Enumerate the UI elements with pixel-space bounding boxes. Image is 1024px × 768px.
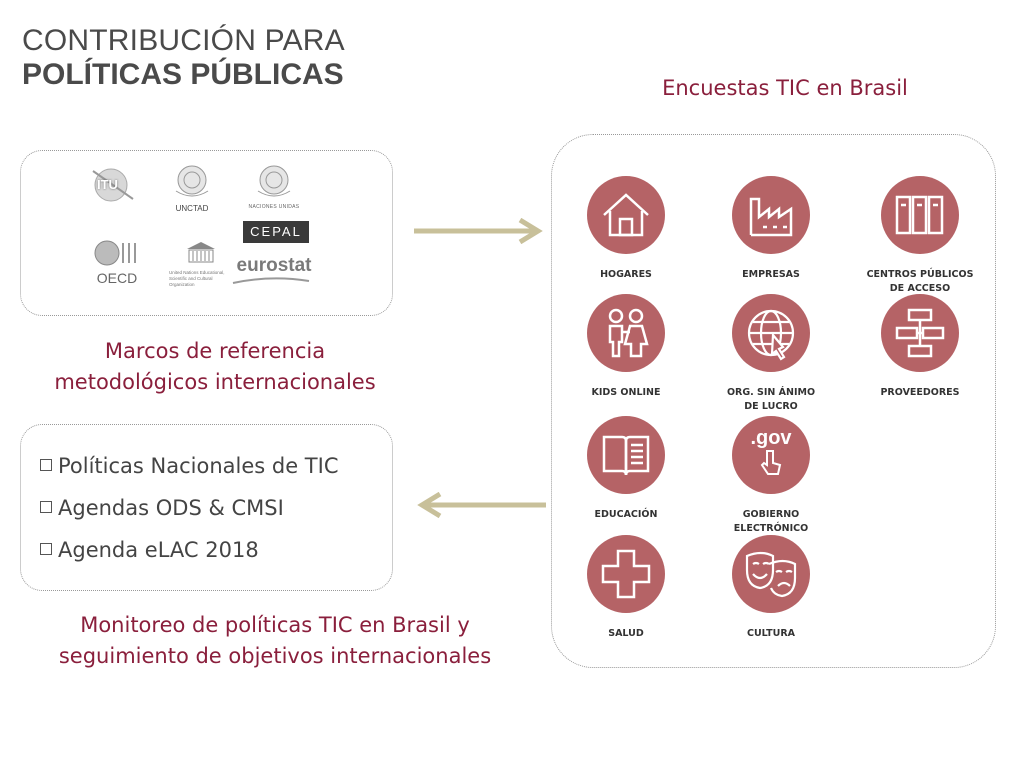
category-label: EDUCACIÓN xyxy=(594,509,658,520)
unesco-logo: United Nations Educational, Scientific a… xyxy=(169,241,233,288)
gov-pointer-icon: .gov xyxy=(732,416,810,494)
category-salud: SALUD xyxy=(561,535,691,641)
oecd-logo: OECD xyxy=(87,239,147,286)
caption-monitoreo: Monitoreo de políticas TIC en Brasil y s… xyxy=(20,610,530,672)
category-empresas: EMPRESAS xyxy=(706,176,836,282)
category-proveedores: PROVEEDORES xyxy=(855,294,985,400)
page-title: CONTRIBUCIÓN PARA POLÍTICAS PÚBLICAS xyxy=(22,24,345,92)
caption-marcos: Marcos de referencia metodológicos inter… xyxy=(20,336,410,398)
category-hogares: HOGARES xyxy=(561,176,691,282)
caption-monitoreo-line-2: seguimiento de objetivos internacionales xyxy=(58,644,492,668)
list-item: Agenda eLAC 2018 xyxy=(40,534,339,576)
category-gobierno-electronico: .gov GOBIERNO ELECTRÓNICO xyxy=(706,416,836,536)
eurostat-logo: eurostat xyxy=(231,255,317,284)
list-item: Políticas Nacionales de TIC xyxy=(40,450,339,492)
category-org-sin-animo: ORG. SIN ÁNIMO DE LUCRO xyxy=(706,294,836,414)
checkbox-bullet-icon xyxy=(40,501,52,513)
house-icon xyxy=(587,176,665,254)
computers-icon xyxy=(881,176,959,254)
category-label: ORG. SIN ÁNIMO xyxy=(726,387,816,398)
policies-list: Políticas Nacionales de TIC Agendas ODS … xyxy=(40,450,339,576)
caption-marcos-line-1: Marcos de referencia xyxy=(104,339,326,363)
children-icon xyxy=(587,294,665,372)
caption-marcos-line-2: metodológicos internacionales xyxy=(54,370,376,394)
cepal-logo: CEPAL xyxy=(243,221,309,243)
itu-logo: ITU xyxy=(89,165,137,210)
category-label: PROVEEDORES xyxy=(880,387,960,398)
network-diagram-icon xyxy=(881,294,959,372)
category-label: EMPRESAS xyxy=(742,269,800,280)
surveys-heading: Encuestas TIC en Brasil xyxy=(662,76,908,100)
category-kids-online: KIDS ONLINE xyxy=(561,294,691,400)
category-label: CULTURA xyxy=(746,628,796,639)
category-label: SALUD xyxy=(608,628,644,639)
globe-hand-icon xyxy=(732,294,810,372)
un-logo: NACIONES UNIDAS xyxy=(239,163,309,210)
category-label: CENTROS PÚBLICOS xyxy=(866,269,974,280)
category-label: HOGARES xyxy=(600,269,652,280)
category-educacion: EDUCACIÓN xyxy=(561,416,691,522)
book-icon xyxy=(587,416,665,494)
caption-monitoreo-line-1: Monitoreo de políticas TIC en Brasil y xyxy=(80,613,470,637)
checkbox-bullet-icon xyxy=(40,459,52,471)
checkbox-bullet-icon xyxy=(40,543,52,555)
arrow-left-icon xyxy=(417,492,546,518)
title-line-2: POLÍTICAS PÚBLICAS xyxy=(22,58,344,91)
cross-icon xyxy=(587,535,665,613)
category-label: GOBIERNO xyxy=(742,509,800,520)
category-cultura: CULTURA xyxy=(706,535,836,641)
category-label-line-2: DE LUCRO xyxy=(744,401,798,412)
title-line-1: CONTRIBUCIÓN PARA xyxy=(22,24,345,57)
list-item: Agendas ODS & CMSI xyxy=(40,492,339,534)
category-label-line-2: ELECTRÓNICO xyxy=(733,523,809,534)
category-label-line-2: DE ACCESO xyxy=(889,283,951,294)
factory-icon xyxy=(732,176,810,254)
category-centros-publicos: CENTROS PÚBLICOS DE ACCESO xyxy=(855,176,985,296)
policies-panel xyxy=(20,424,393,591)
arrow-right-icon xyxy=(414,218,543,244)
category-label: KIDS ONLINE xyxy=(591,387,661,398)
gov-text: .gov xyxy=(750,427,792,449)
masks-icon xyxy=(732,535,810,613)
unctad-logo: UNCTAD xyxy=(161,163,223,213)
logos-panel: ITU UNCTAD NACIONES UNIDAS CEPAL OECD xyxy=(20,150,393,316)
